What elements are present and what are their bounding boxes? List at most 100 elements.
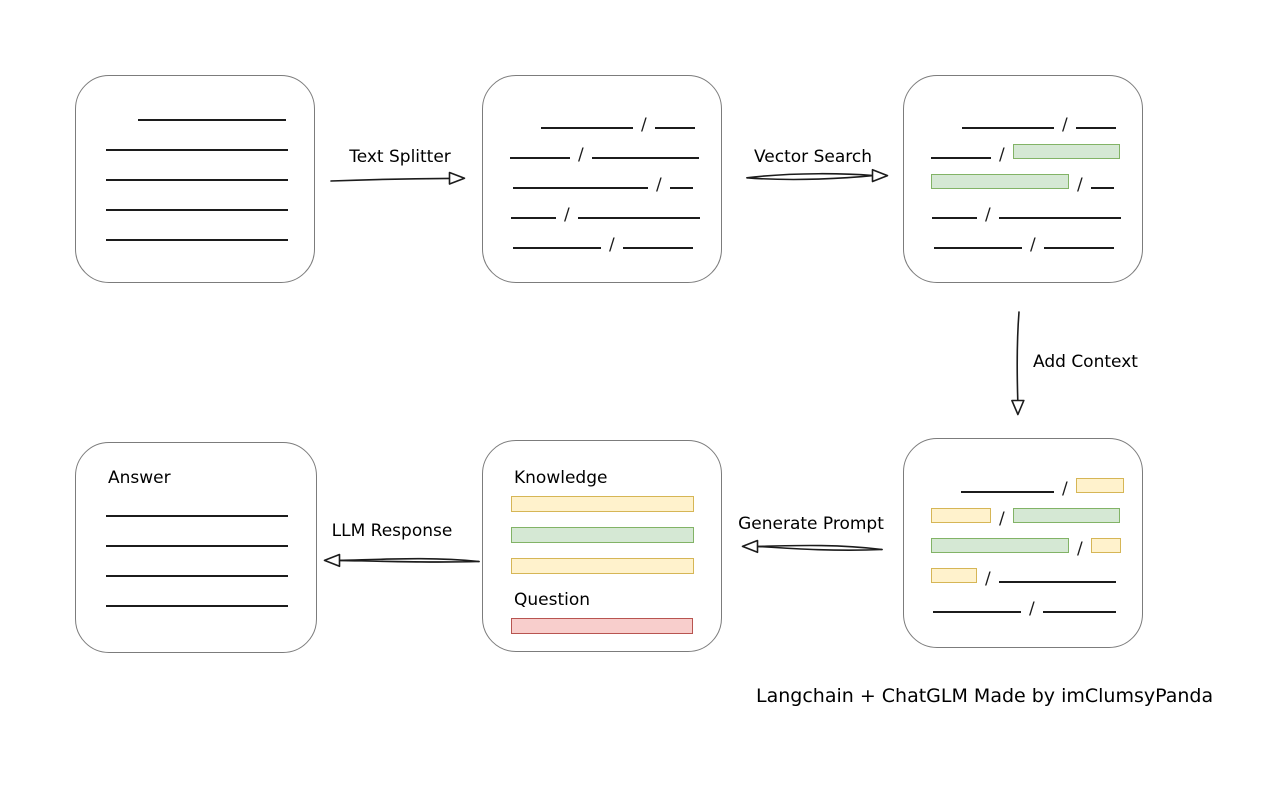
chunk-row	[106, 155, 314, 185]
green-chunk-chip	[1012, 508, 1120, 523]
chunk-separator: /	[1029, 599, 1035, 619]
red-prompt-chip	[511, 618, 693, 634]
yellow-chunk-chip	[1075, 478, 1124, 493]
add-context-label: Add Context	[1033, 352, 1138, 372]
prompt-content: Knowledge Question	[483, 441, 721, 651]
text-line	[931, 157, 991, 159]
text-line	[933, 611, 1021, 613]
document-lines	[76, 76, 314, 282]
text-line	[106, 605, 288, 607]
chunk-row: /	[962, 103, 1142, 134]
chunk-separator: /	[1062, 479, 1068, 499]
llm-response-label: LLM Response	[331, 521, 453, 541]
text-line	[591, 157, 699, 159]
green-chunk-chip	[931, 538, 1069, 553]
yellow-prompt-chip	[511, 496, 694, 512]
chunk-row: /	[541, 103, 721, 135]
chunk-row	[106, 551, 316, 581]
generate-prompt-arrow	[741, 539, 883, 554]
chunk-lines: /////	[483, 76, 721, 282]
chunk-row: /	[934, 223, 1142, 255]
green-chunk-chip	[1012, 144, 1120, 159]
yellow-chunk-chip	[931, 568, 977, 583]
question-label: Question	[514, 590, 591, 610]
chunk-row: /	[931, 163, 1142, 195]
yellow-chunk-chip	[931, 508, 991, 523]
text-line	[962, 127, 1054, 129]
chunk-separator: /	[999, 509, 1005, 529]
arrowhead-left-icon	[741, 539, 759, 554]
chunk-row	[106, 521, 316, 551]
chunk-row: /	[931, 497, 1142, 529]
answer-label: Answer	[108, 468, 171, 488]
text-line	[998, 217, 1121, 219]
text-line	[669, 187, 693, 189]
answer-box: Answer	[75, 442, 317, 653]
add-context-arrow	[1011, 311, 1025, 416]
yellow-chunk-chip	[1090, 538, 1121, 553]
chunk-row: /	[510, 133, 721, 164]
text-line	[138, 119, 286, 121]
text-line	[106, 209, 288, 211]
knowledge-label: Knowledge	[514, 468, 608, 488]
matched-chunks-box: / / / / /	[903, 75, 1143, 283]
green-chunk-chip	[931, 174, 1069, 189]
chunk-row	[106, 491, 316, 521]
text-line	[1042, 611, 1116, 613]
text-line	[106, 179, 288, 181]
text-line	[934, 247, 1022, 249]
chunk-separator: /	[999, 145, 1005, 165]
chunk-row: /	[932, 193, 1142, 225]
chunk-separator: /	[1030, 235, 1036, 255]
text-line	[622, 247, 693, 249]
chunk-separator: /	[564, 205, 570, 225]
chunk-row	[106, 185, 314, 215]
chunk-row: /	[511, 193, 721, 225]
matched-chunk-lines: / / / / /	[904, 76, 1142, 282]
green-prompt-chip	[511, 527, 694, 543]
prompt-box: Knowledge Question	[482, 440, 722, 652]
chunk-separator: /	[985, 205, 991, 225]
text-splitter-label: Text Splitter	[349, 147, 451, 167]
text-line	[1043, 247, 1114, 249]
chunk-row	[106, 125, 314, 155]
chunk-row: /	[933, 587, 1142, 619]
chunk-separator: /	[1077, 175, 1083, 195]
chunk-row: /	[931, 527, 1142, 559]
knowledge-chip-stack	[511, 496, 721, 574]
vector-search-label: Vector Search	[754, 147, 872, 167]
text-line	[654, 127, 695, 129]
chunk-row: /	[961, 467, 1142, 499]
yellow-prompt-chip	[511, 558, 694, 574]
text-line	[1075, 127, 1116, 129]
context-chunk-lines: / / / / /	[904, 439, 1142, 647]
text-line	[106, 545, 288, 547]
answer-content: Answer	[76, 443, 316, 652]
text-line	[510, 157, 570, 159]
text-line	[513, 187, 648, 189]
chunk-row	[138, 95, 314, 125]
answer-lines	[76, 491, 316, 611]
arrowhead-right-icon	[871, 168, 889, 183]
chunk-separator: /	[985, 569, 991, 589]
text-line	[1090, 187, 1114, 189]
vector-search-arrow	[746, 168, 889, 183]
text-line	[577, 217, 700, 219]
chunk-separator: /	[1077, 539, 1083, 559]
text-line	[961, 491, 1054, 493]
chunk-row: /	[931, 557, 1142, 589]
chunk-separator: /	[641, 115, 647, 135]
chunk-separator: /	[609, 235, 615, 255]
text-line	[511, 217, 556, 219]
text-line	[106, 515, 288, 517]
chunk-row	[106, 581, 316, 611]
arrowhead-down-icon	[1011, 399, 1025, 416]
text-line	[106, 575, 288, 577]
generate-prompt-label: Generate Prompt	[738, 514, 884, 534]
context-chunks-box: / / / / /	[903, 438, 1143, 648]
text-line	[998, 581, 1116, 583]
chunk-row	[106, 215, 314, 245]
text-line	[513, 247, 601, 249]
question-chip-stack	[511, 618, 721, 634]
